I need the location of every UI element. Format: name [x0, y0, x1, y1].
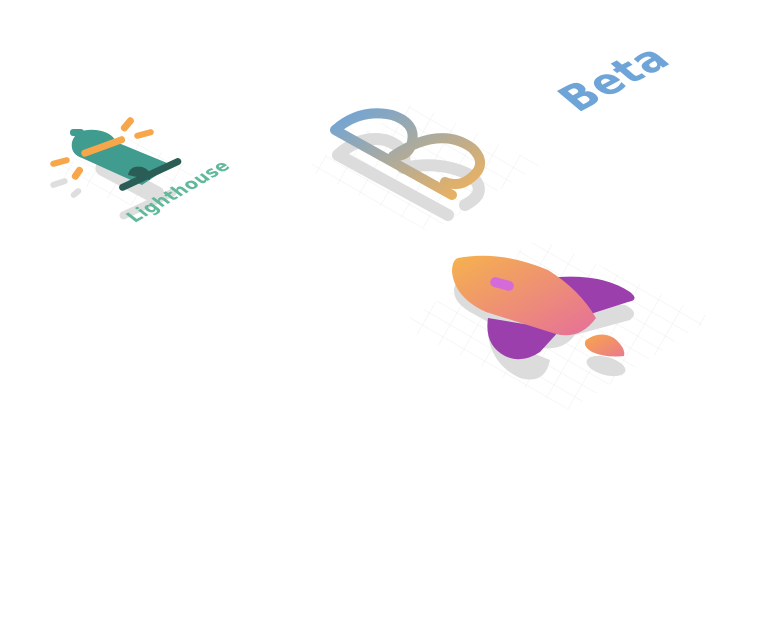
lighthouse-band — [81, 136, 126, 157]
light-rays — [50, 117, 154, 180]
rocket-icon — [398, 238, 712, 410]
rocket-body — [452, 255, 596, 336]
rocket-window — [490, 277, 514, 291]
lighthouse-top-cap — [70, 129, 84, 136]
lighthouse-base — [119, 158, 182, 191]
rocket-flame — [584, 334, 625, 357]
b-letter — [330, 108, 485, 200]
lighthouse-icon — [50, 117, 200, 220]
letter-b-icon — [305, 103, 540, 232]
